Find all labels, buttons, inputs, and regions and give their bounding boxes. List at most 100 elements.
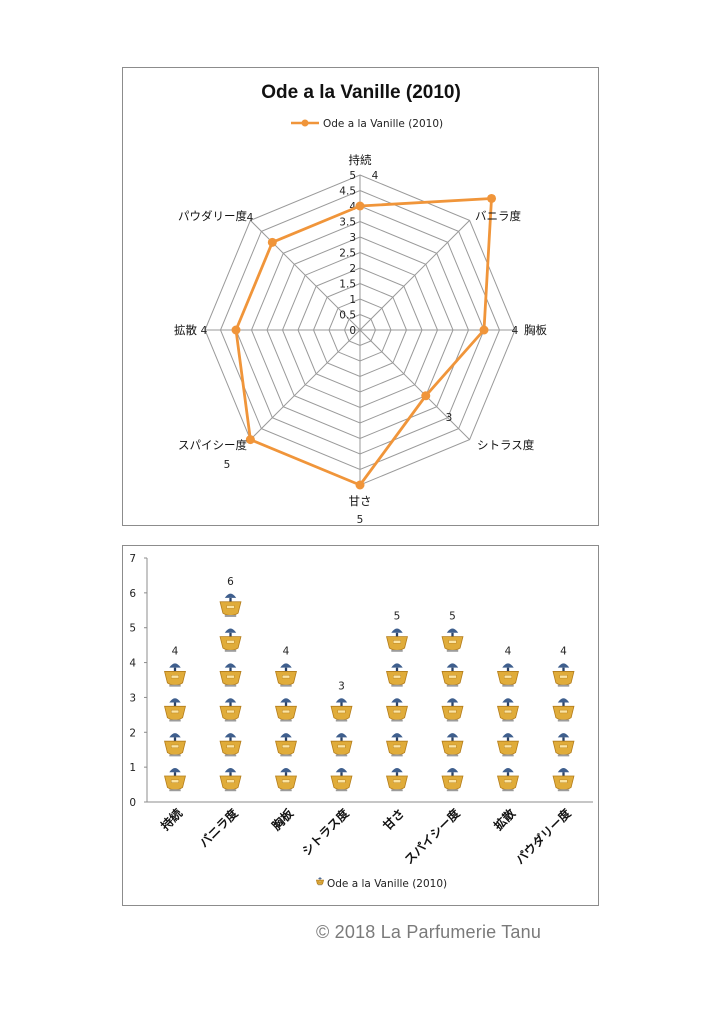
bar-column bbox=[330, 698, 353, 792]
perfume-label bbox=[337, 709, 346, 714]
perfume-bottle-icon bbox=[330, 698, 353, 722]
perfume-cap bbox=[391, 733, 403, 738]
perfume-neck bbox=[451, 772, 454, 777]
bar-column bbox=[441, 628, 464, 792]
perfume-bottle-icon bbox=[219, 767, 242, 792]
perfume-base bbox=[318, 884, 322, 886]
perfume-base bbox=[335, 719, 348, 722]
perfume-label bbox=[171, 709, 180, 714]
perfume-body bbox=[275, 775, 297, 791]
bar-column bbox=[386, 628, 408, 792]
perfume-cap bbox=[224, 628, 237, 633]
radar-tick-label: 4.5 bbox=[339, 186, 356, 198]
perfume-bottle-icon bbox=[386, 628, 408, 652]
radar-data-point bbox=[355, 201, 365, 211]
perfume-label bbox=[337, 744, 346, 749]
perfume-base bbox=[557, 754, 570, 757]
perfume-label bbox=[226, 640, 235, 644]
perfume-cap bbox=[169, 663, 181, 668]
radar-data-label: 4 bbox=[201, 325, 208, 337]
perfume-neck bbox=[506, 772, 510, 777]
bar-legend-label: Ode a la Vanille (2010) bbox=[327, 878, 447, 890]
bar-category-label: 持続 bbox=[158, 806, 186, 834]
perfume-base bbox=[224, 615, 237, 617]
perfume-label bbox=[504, 709, 513, 714]
bar-chart: 012345674持続6バニラ度4胸板3シトラス度5甘さ5スパイシー度4拡散4パ… bbox=[129, 553, 593, 890]
perfume-label bbox=[448, 675, 457, 679]
perfume-cap bbox=[502, 733, 514, 738]
perfume-body bbox=[164, 705, 186, 721]
perfume-neck bbox=[451, 667, 454, 672]
perfume-cap bbox=[446, 767, 459, 773]
legend-label: Ode a la Vanille (2010) bbox=[323, 118, 443, 130]
bar-category-label: バニラ度 bbox=[196, 805, 241, 850]
perfume-base bbox=[224, 649, 237, 652]
perfume-bottle-icon bbox=[219, 593, 242, 617]
perfume-body bbox=[497, 775, 519, 791]
perfume-base bbox=[280, 789, 292, 792]
perfume-neck bbox=[319, 878, 321, 881]
perfume-label bbox=[226, 709, 235, 714]
radar-data-point bbox=[421, 391, 431, 401]
perfume-label bbox=[504, 744, 513, 749]
perfume-neck bbox=[284, 772, 288, 777]
radar-tick-label: 2 bbox=[349, 263, 356, 275]
perfume-cap bbox=[502, 698, 514, 703]
perfume-base bbox=[224, 719, 237, 722]
bar-column bbox=[497, 663, 519, 792]
perfume-neck bbox=[229, 667, 232, 672]
perfume-body bbox=[497, 740, 519, 756]
perfume-base bbox=[391, 754, 403, 757]
perfume-bottle-icon bbox=[441, 767, 464, 792]
perfume-neck bbox=[229, 597, 232, 602]
perfume-base bbox=[391, 789, 403, 792]
perfume-bottle-icon bbox=[219, 733, 242, 757]
copyright-footer: © 2018 La Parfumerie Tanu bbox=[316, 922, 542, 942]
radar-tick-label: 4 bbox=[349, 201, 356, 213]
perfume-base bbox=[391, 719, 403, 722]
perfume-bottle-icon bbox=[386, 767, 408, 792]
perfume-base bbox=[446, 789, 459, 792]
bar-column bbox=[164, 663, 186, 792]
perfume-cap bbox=[446, 698, 459, 703]
bar-data-label: 3 bbox=[338, 680, 345, 692]
perfume-body bbox=[441, 671, 464, 686]
radar-axis-label: 胸板 bbox=[524, 323, 547, 337]
perfume-neck bbox=[562, 737, 565, 742]
perfume-bottle-icon bbox=[219, 628, 242, 652]
perfume-neck bbox=[395, 702, 399, 707]
perfume-bottle-icon bbox=[275, 767, 297, 792]
perfume-bottle-icon bbox=[552, 767, 575, 792]
perfume-body bbox=[386, 705, 408, 721]
chart-title: Ode a la Vanille (2010) bbox=[261, 82, 461, 103]
perfume-neck bbox=[562, 772, 565, 777]
perfume-body bbox=[164, 740, 186, 756]
perfume-bottle-icon bbox=[497, 663, 519, 687]
perfume-cap bbox=[280, 733, 292, 738]
perfume-base bbox=[446, 684, 459, 687]
perfume-cap bbox=[169, 698, 181, 703]
perfume-cap bbox=[557, 698, 570, 703]
perfume-neck bbox=[284, 667, 288, 672]
radar-data-point bbox=[355, 480, 365, 490]
perfume-base bbox=[446, 754, 459, 757]
perfume-body bbox=[441, 636, 464, 651]
perfume-cap bbox=[169, 767, 181, 773]
radar-chart: Ode a la Vanille (2010) Ode a la Vanille … bbox=[174, 82, 547, 526]
perfume-base bbox=[446, 719, 459, 722]
perfume-body bbox=[386, 775, 408, 791]
perfume-base bbox=[502, 789, 514, 792]
perfume-body bbox=[497, 705, 519, 721]
bar-data-label: 4 bbox=[283, 646, 290, 658]
perfume-bottle-icon bbox=[497, 698, 519, 722]
perfume-cap bbox=[318, 877, 322, 879]
perfume-body bbox=[219, 671, 242, 686]
perfume-bottle-icon bbox=[497, 767, 519, 792]
radar-tick-label: 3 bbox=[349, 232, 356, 244]
perfume-cap bbox=[280, 698, 292, 703]
perfume-label bbox=[281, 675, 290, 679]
perfume-base bbox=[169, 719, 181, 722]
perfume-neck bbox=[395, 667, 399, 672]
perfume-bottle-icon bbox=[164, 663, 186, 687]
radar-tick-label: 3.5 bbox=[339, 217, 356, 229]
